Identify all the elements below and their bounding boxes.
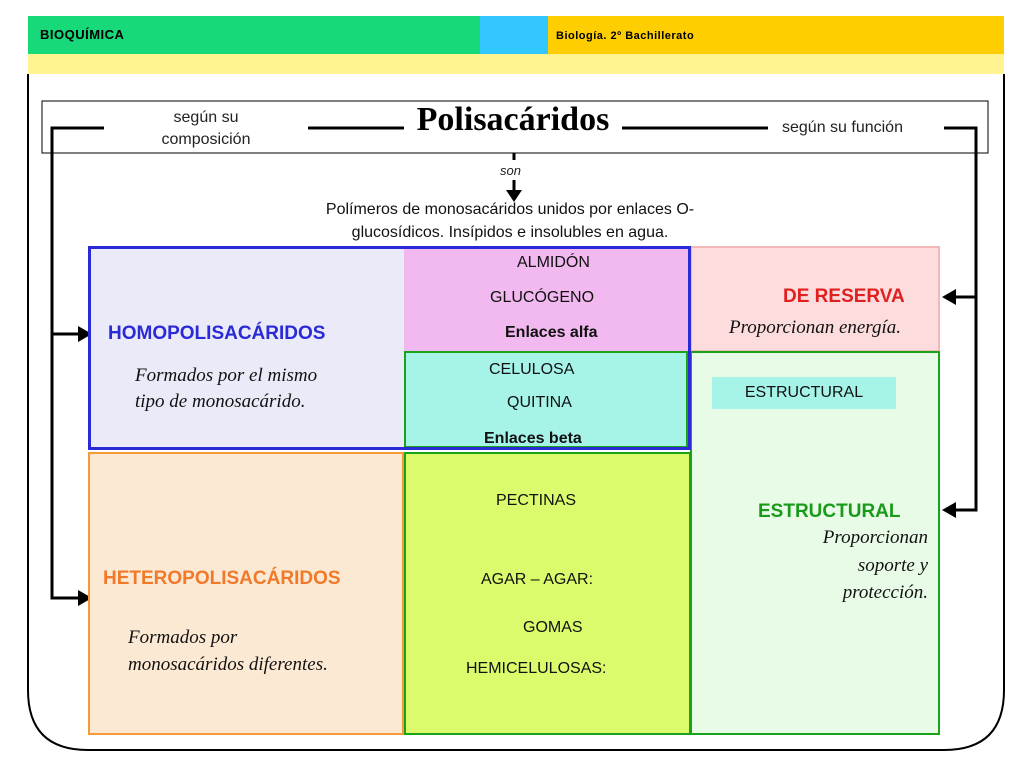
alpha-item-almidon: ALMIDÓN [517, 254, 590, 271]
arrow-left-icon [942, 502, 956, 518]
homopolysaccharides-outline [88, 246, 691, 450]
hetero-desc-line2: monosacáridos diferentes. [128, 654, 328, 675]
diagram-title: Polisacáridos [416, 101, 610, 138]
homopolysaccharides-title: HOMOPOLISACÁRIDOS [108, 323, 326, 344]
hetero-item-hemicelulosas: HEMICELULOSAS: [466, 660, 607, 677]
structural-title: ESTRUCTURAL [758, 501, 901, 522]
beta-item-quitina: QUITINA [507, 394, 572, 411]
by-composition-label: según su composición [161, 109, 251, 148]
header-bar-green [28, 16, 480, 54]
structural-desc-line2: soporte y [857, 555, 928, 576]
beta-bond: Enlaces beta [484, 430, 582, 447]
reserve-box [690, 246, 940, 352]
arrow-down-icon [506, 190, 522, 202]
reserve-title: DE RESERVA [783, 286, 905, 307]
arrow-right-icon [78, 590, 92, 606]
alpha-box [404, 248, 688, 351]
structural-desc-line1: Proporcionan [822, 527, 928, 548]
header-bar-yellow [548, 16, 1004, 54]
hetero-item-gomas: GOMAS [523, 619, 583, 636]
header-bar-blue [480, 16, 548, 54]
arrow-left-icon [942, 289, 956, 305]
definition-line2: glucosídicos. Insípidos e insolubles en … [351, 224, 669, 241]
by-function-label: según su función [782, 119, 903, 136]
son-label: son [500, 163, 521, 178]
hetero-desc-line1: Formados por [128, 627, 238, 648]
homo-desc-line1: Formados por el mismo [135, 365, 318, 386]
header-bar-pale [28, 54, 1004, 74]
alpha-bond: Enlaces alfa [505, 324, 598, 341]
structural-badge-label: ESTRUCTURAL [744, 384, 864, 401]
structural-badge: ESTRUCTURAL [712, 377, 896, 409]
hetero-item-pectinas: PECTINAS [496, 492, 577, 509]
heteropolysaccharides-title: HETEROPOLISACÁRIDOS [103, 568, 341, 589]
definition-line1: Polímeros de monosacáridos unidos por en… [325, 201, 695, 218]
beta-box [404, 351, 688, 448]
beta-item-celulosa: CELULOSA [489, 361, 575, 378]
heteropolysaccharides-box [88, 452, 404, 735]
structural-column [690, 351, 940, 735]
hetero-items-box [404, 452, 691, 735]
header-right-title: Biología. 2º Bachillerato [556, 30, 695, 42]
hetero-item-agar: AGAR – AGAR: [481, 571, 594, 588]
structural-desc-line3: protección. [842, 582, 928, 603]
homo-desc-line2: tipo de monosacárido. [135, 391, 306, 412]
header-left-title: BIOQUÍMICA [40, 27, 125, 42]
arrow-right-icon [78, 326, 92, 342]
alpha-item-glucogeno: GLUCÓGENO [490, 289, 595, 306]
reserve-desc: Proporcionan energía. [729, 317, 902, 338]
